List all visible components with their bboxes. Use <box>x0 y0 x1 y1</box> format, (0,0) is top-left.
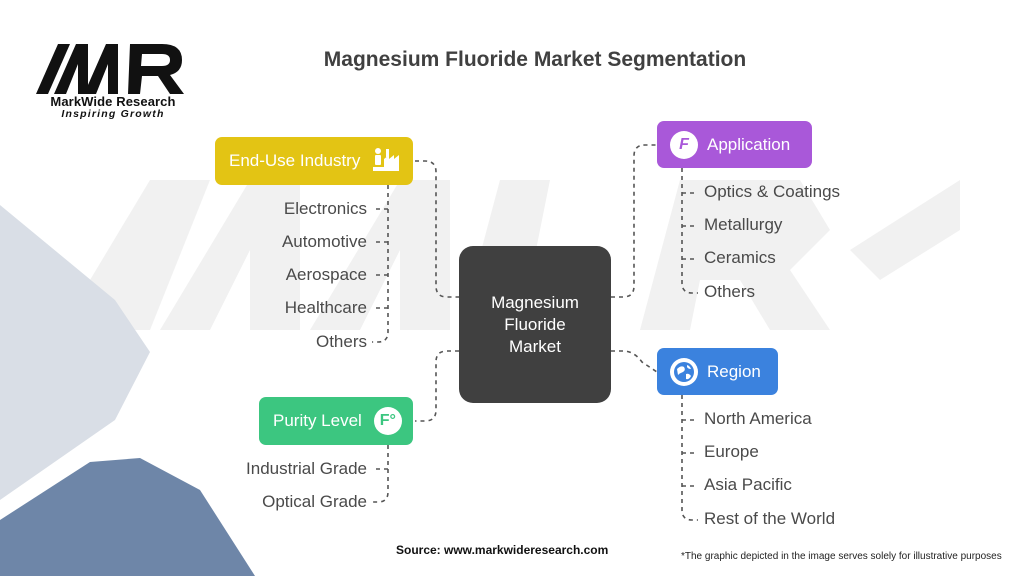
enduse-item-2: Aerospace <box>285 265 367 284</box>
page-title: Magnesium Fluoride Market Segmentation <box>323 48 747 71</box>
connector-enduse-items <box>372 185 389 343</box>
connector-purity-center <box>415 350 459 422</box>
center-line-1: Magnesium <box>491 292 579 312</box>
logo-tagline: Inspiring Growth <box>61 108 165 120</box>
center-line-2: Fluoride <box>504 314 566 334</box>
logo-mark <box>36 44 184 94</box>
enduse-item-0: Electronics <box>283 199 367 218</box>
application-item-3: Others <box>704 282 756 301</box>
category-application: F Application <box>657 121 812 168</box>
center-node: Magnesium Fluoride Market <box>459 246 611 403</box>
fluorine-icon: F° <box>373 407 402 435</box>
fluoride-f-icon: F <box>670 130 698 159</box>
connector-purity-items <box>372 445 389 503</box>
connector-region-center <box>611 350 658 373</box>
connector-region-items <box>681 395 698 521</box>
category-label: End-Use Industry <box>229 151 361 170</box>
category-label: Region <box>707 361 761 381</box>
region-item-2: Asia Pacific <box>704 475 792 494</box>
purity-item-1: Optical Grade <box>262 492 367 511</box>
category-label: Application <box>707 134 791 154</box>
enduse-item-3: Healthcare <box>284 298 367 317</box>
region-item-0: North America <box>704 409 812 428</box>
center-line-3: Market <box>509 336 561 356</box>
region-item-1: Europe <box>704 442 759 461</box>
connector-app-center <box>611 144 657 298</box>
application-item-2: Ceramics <box>704 248 776 267</box>
purity-item-0: Industrial Grade <box>246 459 367 478</box>
enduse-item-1: Automotive <box>281 232 367 251</box>
decor-panel-dark <box>0 458 255 576</box>
source-credit: Source: www.markwideresearch.com <box>396 543 609 557</box>
enduse-item-4: Others <box>315 332 367 351</box>
logo-name: MarkWide Research <box>50 94 176 109</box>
category-enduse-industry: End-Use Industry <box>215 137 413 185</box>
region-item-3: Rest of the World <box>704 509 836 528</box>
category-purity-level: Purity Level F° <box>259 397 413 445</box>
factory-worker-icon <box>370 143 402 180</box>
application-item-0: Optics & Coatings <box>704 182 841 201</box>
category-label: Purity Level <box>273 411 362 430</box>
category-region: Region <box>657 348 778 395</box>
disclaimer-note: *The graphic depicted in the image serve… <box>681 551 1002 562</box>
application-item-1: Metallurgy <box>704 215 783 234</box>
connector-app-items <box>681 168 698 294</box>
globe-icon <box>670 357 698 386</box>
decor-panel-light <box>0 205 150 500</box>
connector-enduse-center <box>415 160 459 298</box>
